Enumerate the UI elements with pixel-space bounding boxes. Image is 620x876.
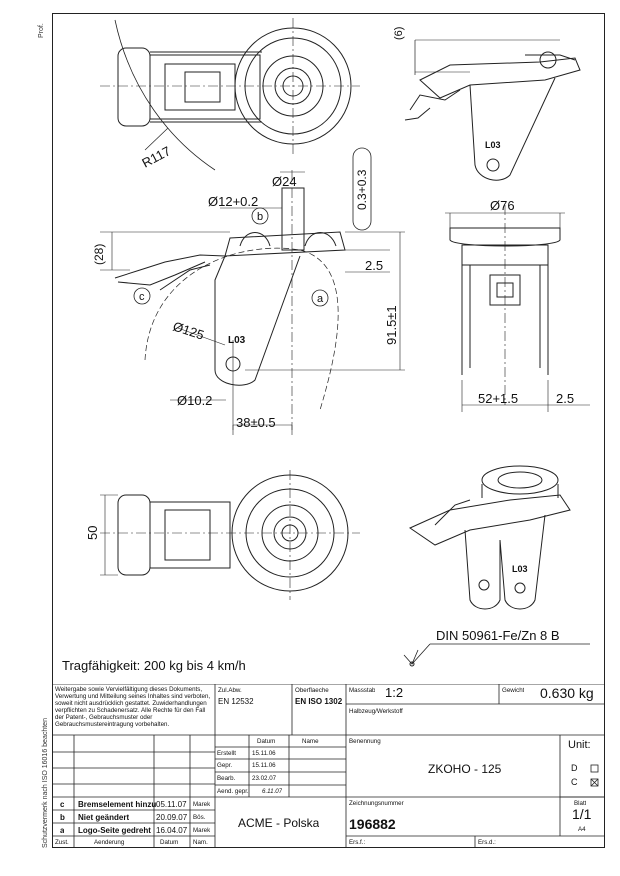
unit-label: Unit: <box>568 739 591 751</box>
benennung-label: Benennung <box>349 738 381 745</box>
benennung-value: ZKOHO - 125 <box>428 763 502 776</box>
row-aend-date: 6.11.07 <box>262 788 283 795</box>
format-value: A4 <box>578 826 586 833</box>
gewicht-value: 0.630 kg <box>540 686 594 701</box>
rev-b-name: Bös. <box>193 814 206 821</box>
oberflaeche-label: Oberflaeche <box>295 687 329 694</box>
row-gepr-label: Gepr. <box>217 762 233 769</box>
row-gepr-date: 15.11.06 <box>252 762 276 769</box>
rev-header-nam: Nam. <box>193 839 208 846</box>
rev-a-name: Marek <box>193 827 211 834</box>
rev-a-date: 16.04.07 <box>156 826 188 835</box>
dim-50: 50 <box>85 526 100 540</box>
rev-b-text: Niet geändert <box>78 813 130 822</box>
oberflaeche-value: EN ISO 1302 <box>295 697 343 706</box>
gewicht-label: Gewicht <box>502 687 525 694</box>
blatt-value: 1/1 <box>572 807 592 822</box>
rev-header-aenderung: Aenderung <box>94 839 125 846</box>
dim-d125: Ø125 <box>171 319 206 343</box>
rev-c-mark: c <box>60 800 65 809</box>
unit-d: D <box>571 764 578 773</box>
label-l03-iso2: L03 <box>512 564 528 574</box>
rev-header-datum: Datum <box>160 839 179 846</box>
rev-header-zust: Zust. <box>55 839 69 846</box>
label-l03-side: L03 <box>228 335 246 346</box>
label-a: a <box>317 293 324 305</box>
ers-d-label: Ers.d.: <box>478 839 496 846</box>
rev-b-mark: b <box>60 813 65 822</box>
bottom-view <box>100 470 360 600</box>
iso-view-bottom <box>408 465 571 610</box>
dim-gap: 0.3+0.3 <box>355 169 369 210</box>
iso-view-top <box>404 39 581 181</box>
dim-d12: Ø12+0.2 <box>208 194 258 209</box>
massstab-value: 1:2 <box>385 686 404 700</box>
rev-b-date: 20.09.07 <box>156 813 188 822</box>
dim-91-5: 91.5±1 <box>384 305 399 345</box>
row-erstellt-label: Erstellt <box>217 750 236 757</box>
dim-38: 38±0.5 <box>236 415 276 430</box>
title-block-grid <box>52 684 605 848</box>
zeichnungsnummer-label: Zeichnungsnummer <box>349 800 404 807</box>
rev-a-mark: a <box>60 826 65 835</box>
massstab-label: Massstab <box>349 687 376 694</box>
copyright-notice: Weitergabe sowie Vervielfältigung dieses… <box>55 686 211 728</box>
row-bearb-label: Bearb. <box>217 775 236 782</box>
row-aend-label: Aend. gepr. <box>217 788 249 795</box>
side-view <box>100 147 405 435</box>
capacity-note: Tragfähigkeit: 200 kg bis 4 km/h <box>62 658 246 673</box>
halbzeug-label: Halbzeug/Werkstoff <box>349 708 403 715</box>
row-erstellt-date: 15.11.06 <box>252 750 276 757</box>
dim-2-5b: 2.5 <box>556 391 574 406</box>
label-l03-iso: L03 <box>485 140 501 150</box>
rev-a-text: Logo-Seite gedreht <box>78 826 151 835</box>
label-c: c <box>139 291 145 303</box>
dim-d24: Ø24 <box>272 174 297 189</box>
dim-28: (28) <box>92 244 106 265</box>
dim-2-5: 2.5 <box>365 258 383 273</box>
name-header: Name <box>302 738 319 745</box>
rev-c-name: Marek <box>193 801 211 808</box>
datum-header: Datum <box>257 738 276 745</box>
top-view <box>100 18 360 171</box>
unit-c: C <box>571 778 578 787</box>
rev-c-date: 05.11.07 <box>156 800 187 809</box>
row-bearb-date: 23.02.07 <box>252 775 277 782</box>
zul-abw-label: Zul.Abw. <box>218 687 242 694</box>
zul-abw-value: EN 12532 <box>218 697 254 706</box>
technical-drawing: (6) R117 Ø24 Ø12+0.2 0.3+0.3 Ø76 (28) 2.… <box>62 18 590 673</box>
label-b: b <box>257 211 263 223</box>
rev-c-text: Bremselement hinzu <box>78 800 157 809</box>
dim-d10-2: Ø10.2 <box>177 393 212 408</box>
ers-f-label: Ers.f.: <box>349 839 366 846</box>
dim-6: (6) <box>393 27 405 40</box>
drawing-frame <box>52 13 605 848</box>
company-name: ACME - Polska <box>238 817 320 830</box>
dim-r117: R117 <box>139 143 173 170</box>
front-view <box>445 205 590 412</box>
side-label-protection: Schutzvermerk nach ISO 16016 beachten <box>42 718 49 848</box>
zeichnungsnummer-value: 196882 <box>349 817 396 832</box>
surface-symbol <box>403 643 590 667</box>
surface-note: DIN 50961-Fe/Zn 8 B <box>436 628 560 643</box>
dim-d76: Ø76 <box>490 198 515 213</box>
title-block: Weitergabe sowie Vervielfältigung dieses… <box>52 684 605 848</box>
dim-52: 52+1.5 <box>478 391 518 406</box>
blatt-label: Blatt <box>574 800 587 807</box>
